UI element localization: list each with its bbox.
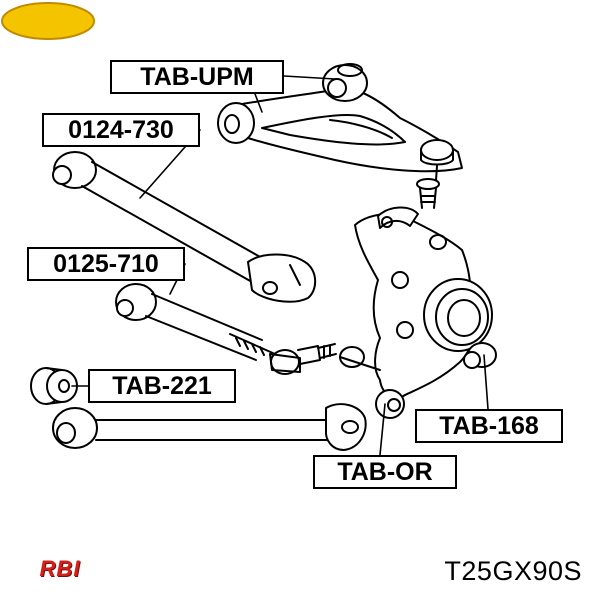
part-number: T25GX90S [444, 556, 582, 586]
bushing-221 [30, 367, 78, 405]
label-0125-710[interactable]: 0125-710 [27, 247, 185, 281]
lower-control-arm [52, 403, 367, 451]
upper-control-arm [217, 63, 463, 209]
toe-link-710 [115, 283, 337, 375]
steering-knuckle [339, 206, 497, 419]
lateral-link-730 [52, 151, 317, 303]
label-0124-730[interactable]: 0124-730 [42, 113, 200, 147]
label-tab-221[interactable]: TAB-221 [88, 369, 236, 403]
brand-logo-text: RBI [39, 556, 81, 581]
label-tab-168[interactable]: TAB-168 [415, 409, 563, 443]
label-tab-or[interactable]: TAB-OR [313, 455, 457, 489]
label-tab-upm[interactable]: TAB-UPM [110, 60, 284, 94]
brand-logo-icon [1, 2, 95, 40]
